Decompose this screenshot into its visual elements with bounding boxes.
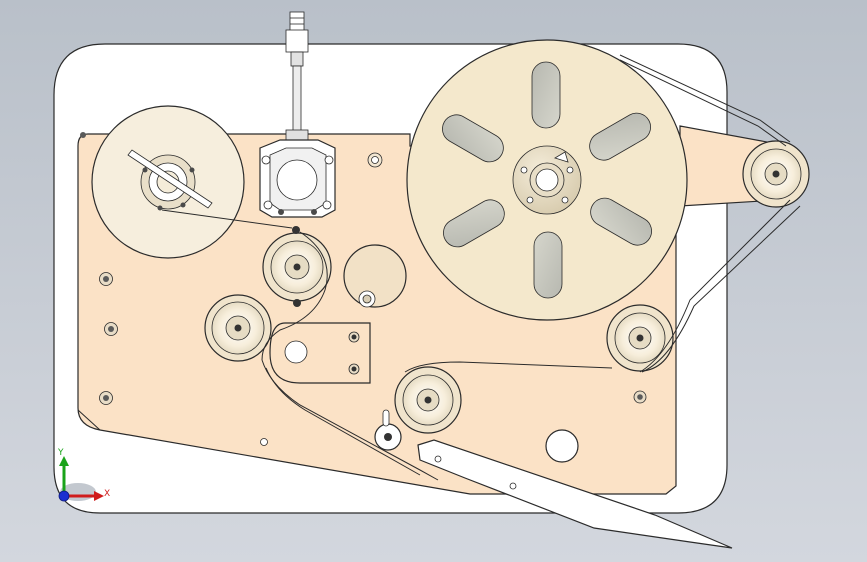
supply-spool (91, 105, 245, 259)
coordinate-triad: Y X (57, 448, 110, 502)
roller-right (606, 304, 674, 372)
pin-roller (374, 409, 402, 451)
y-axis-label: Y (57, 448, 64, 458)
roller-left (204, 294, 272, 362)
label-web (77, 54, 801, 481)
x-axis-label: X (104, 489, 110, 499)
mounting-holes (80, 132, 647, 446)
spool-locking-handle[interactable] (127, 149, 213, 209)
peel-blade (417, 439, 733, 549)
roller-lower-mid (394, 366, 462, 434)
sensor-housing (259, 11, 336, 218)
drive-boss (343, 244, 407, 308)
roller-upper-mid (262, 226, 332, 307)
bracket-plate (269, 322, 371, 384)
roller-arm-end (742, 140, 810, 208)
plate-hole-large (545, 429, 579, 463)
rewind-reel (406, 39, 688, 321)
